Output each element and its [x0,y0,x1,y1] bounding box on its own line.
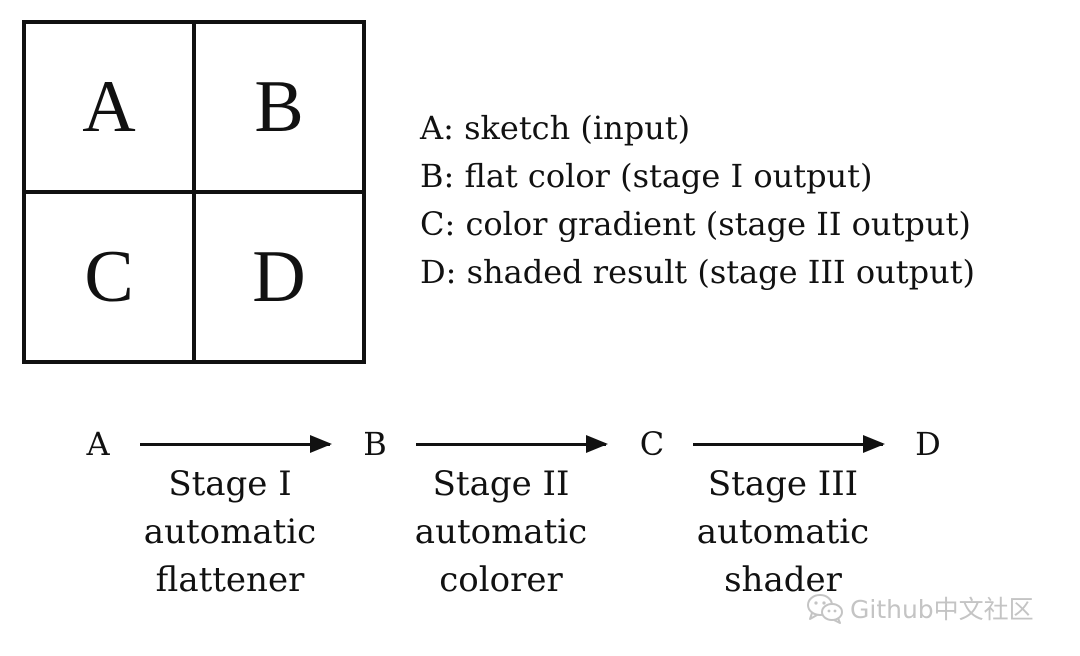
grid-cell-a: A [26,24,194,192]
stage-2-name: Stage II [432,464,570,504]
pipeline-node-d: D [915,425,941,463]
arrow-b-to-c [416,435,608,453]
stage-2-line3: colorer [439,560,563,600]
pipeline-node-b: B [363,425,387,463]
legend-item-c: C: color gradient (stage II output) [420,205,971,243]
stage-label-3: Stage III automatic shader [668,460,898,604]
arrow-c-to-d [693,435,885,453]
grid-cell-b: B [194,24,362,192]
stage-1-line3: flattener [155,560,305,600]
stage-label-2: Stage II automatic colorer [386,460,616,604]
wechat-icon [806,592,844,624]
grid-cell-c: C [26,192,194,360]
arrow-a-to-b [140,435,332,453]
panel-grid: A B C D [22,20,366,364]
pipeline-node-a: A [86,425,110,463]
legend-item-a: A: sketch (input) [420,109,691,147]
stage-label-1: Stage I automatic flattener [115,460,345,604]
stage-3-line2: automatic [696,512,870,552]
stage-3-name: Stage III [707,464,859,504]
watermark: Github中文社区 [806,588,1034,628]
grid-cell-d: D [194,192,362,360]
stage-3-line3: shader [724,560,842,600]
legend: A: sketch (input) B: flat color (stage I… [420,104,975,296]
stage-2-line2: automatic [414,512,588,552]
pipeline-node-c: C [639,425,665,463]
watermark-text: Github中文社区 [850,595,1034,624]
stage-1-name: Stage I [168,464,292,504]
legend-item-d: D: shaded result (stage III output) [420,253,976,291]
legend-item-b: B: flat color (stage I output) [420,157,873,195]
stage-1-line2: automatic [143,512,317,552]
